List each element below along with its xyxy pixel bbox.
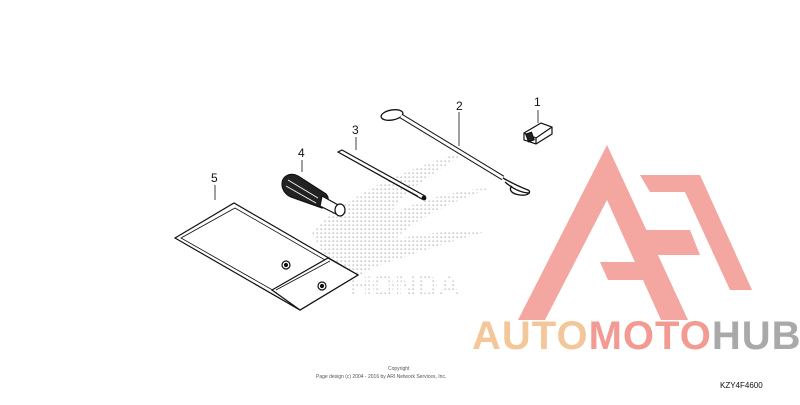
part-5-tool-bag[interactable]	[173, 185, 360, 311]
watermark-auto: AUTO	[472, 314, 589, 358]
callout-1: 1	[534, 95, 541, 109]
callout-5: 5	[211, 171, 218, 185]
callout-4: 4	[298, 146, 305, 160]
part-2-cable[interactable]	[380, 108, 531, 196]
copyright-label: Copyright	[388, 366, 410, 372]
watermark-moto: MOTO	[588, 314, 712, 358]
part-3-shaft[interactable]	[336, 137, 427, 201]
watermark-hub: HUB	[711, 314, 800, 358]
honda-wing-logo	[312, 150, 490, 276]
callout-3: 3	[352, 123, 359, 137]
copyright-notice: Page design (c) 2004 - 2016 by ARI Netwo…	[316, 374, 447, 380]
reference-code: KZY4F4600	[720, 381, 763, 390]
honda-wordmark: HONDA	[350, 270, 460, 303]
part-1-clip[interactable]	[523, 110, 553, 145]
watermark-wordmark: AUTOMOTOHUB	[472, 316, 800, 356]
watermark-triangle-logo	[518, 145, 752, 320]
callout-2: 2	[456, 99, 463, 113]
part-4-screwdriver-handle[interactable]	[281, 160, 346, 217]
